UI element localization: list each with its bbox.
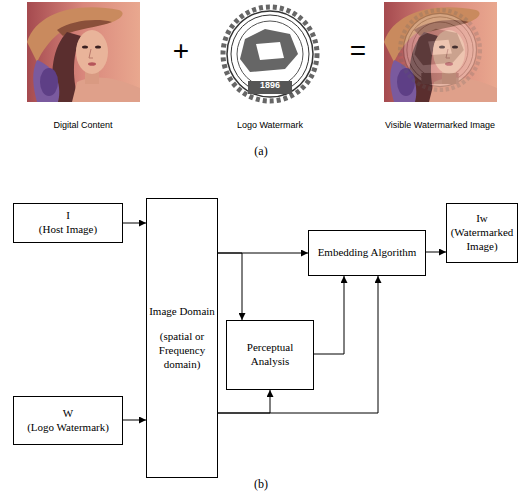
flow-arrow xyxy=(123,420,146,421)
watermarked-image xyxy=(384,2,497,102)
plus-sign: + xyxy=(173,36,189,67)
box-label: I xyxy=(66,209,70,223)
input-box: W(Logo Watermark) xyxy=(13,396,123,445)
flow-arrow xyxy=(218,253,242,320)
flow-arrow xyxy=(426,252,446,253)
subfigure-label: (a) xyxy=(254,145,267,158)
logo-year: 1896 xyxy=(260,81,280,91)
box-sublabel: (Host Image) xyxy=(39,223,97,237)
box-label: W xyxy=(63,407,73,421)
process-box: Perceptual Analysis xyxy=(226,320,314,390)
domain-box: Image Domain (spatial or Frequency domain… xyxy=(146,198,218,478)
host-image xyxy=(27,2,140,102)
logo-image xyxy=(223,7,317,101)
flow-arrow xyxy=(218,276,378,413)
flow-arrow xyxy=(218,390,270,413)
box-label: Embedding Algorithm xyxy=(318,246,417,260)
process-box: Embedding Algorithm xyxy=(308,230,426,276)
output-box: Iw(Watermarked Image) xyxy=(446,203,518,263)
subfigure-label: (b) xyxy=(254,478,268,491)
image-caption: Digital Content xyxy=(53,121,112,131)
equals-sign: = xyxy=(350,36,366,67)
image-caption: Visible Watermarked Image xyxy=(385,121,495,131)
box-label: Perceptual Analysis xyxy=(229,341,311,369)
box-label: Image Domain xyxy=(149,305,215,319)
box-sublabel: (spatial or Frequency domain) xyxy=(149,330,215,371)
box-label: Iw xyxy=(476,212,488,226)
input-box: I(Host Image) xyxy=(13,203,123,243)
box-sublabel: (Watermarked Image) xyxy=(449,226,515,254)
flow-arrow xyxy=(314,276,344,354)
flow-arrow xyxy=(123,223,146,224)
image-caption: Logo Watermark xyxy=(237,121,303,131)
box-sublabel: (Logo Watermark) xyxy=(27,421,109,435)
